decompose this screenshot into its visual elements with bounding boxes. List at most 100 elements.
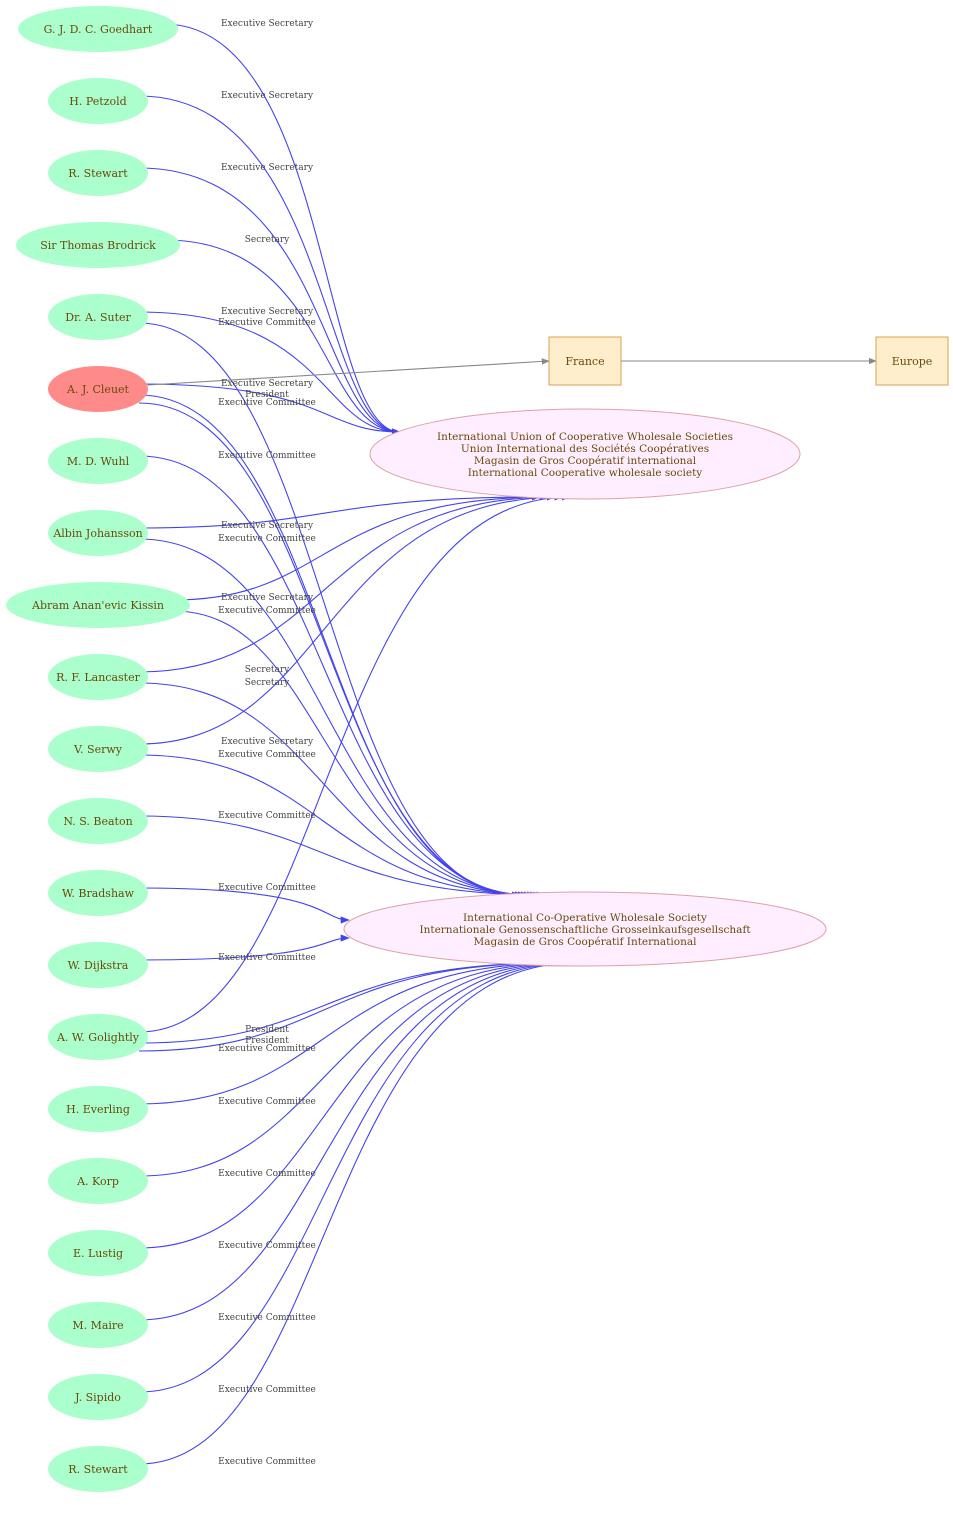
person-node-r-f-lancaster[interactable]: R. F. Lancaster [48,654,148,700]
edge-label: Executive Secretary [221,163,314,173]
organization-node-o2[interactable]: International Co-Operative Wholesale Soc… [343,891,827,967]
person-node-g-j-d-c-goedhart[interactable]: G. J. D. C. Goedhart [18,6,178,52]
person-node-h-petzold[interactable]: H. Petzold [48,78,148,124]
organization-name-line: International Union of Cooperative Whole… [437,431,733,443]
organization-name-line: International Cooperative wholesale soci… [468,467,703,479]
edge-label: President [245,390,289,400]
edge-p14-o2-executive-committee [138,934,350,961]
person-label: R. Stewart [68,167,128,180]
organization-name-line: Internationale Genossenschaftliche Gross… [419,924,751,936]
edge-p21-o2-executive-committee [138,959,576,1465]
person-node-h-everling[interactable]: H. Everling [48,1086,148,1132]
edge-p6-france [147,358,550,386]
person-label: A. Korp [76,1175,119,1188]
person-shape [48,1158,148,1204]
edge-p16-o2-executive-committee [138,959,561,1105]
edge-p15-o1-president [138,493,571,1033]
edge-p11-o1-executive-secretary [138,493,564,745]
edge-p3-o1-executive-secretary [138,167,401,436]
organization-node-o1[interactable]: International Union of Cooperative Whole… [369,408,801,500]
edge-label: Secretary [245,235,290,245]
person-shape [48,654,148,700]
edge-p10-o1-secretary [138,493,556,673]
person-shape [6,582,190,628]
edge-p18-o2-executive-committee [138,959,567,1249]
place-node-europe[interactable]: Europe [875,336,949,386]
edge-label: Executive Secretary [221,593,314,603]
place-label: France [565,355,604,368]
person-label: W. Bradshaw [62,887,135,900]
person-node-a-w-golightly[interactable]: A. W. Golightly [48,1014,148,1060]
person-shape [48,798,148,844]
person-label: R. Stewart [68,1463,128,1476]
person-label: Sir Thomas Brodrick [40,239,156,252]
person-label: A. J. Cleuet [66,383,130,396]
person-label: N. S. Beaton [63,815,132,828]
edge-p5-o2-executive-committee [138,322,521,899]
person-node-j-sipido[interactable]: J. Sipido [48,1374,148,1420]
edge-label: Executive Committee [218,1241,316,1251]
person-node-albin-johansson[interactable]: Albin Johansson [48,510,148,556]
edge-p11-o2-executive-committee [138,754,543,899]
edge-label: Executive Committee [218,534,316,544]
edge-p7-o2-executive-committee [138,455,531,899]
person-node-r-stewart[interactable]: R. Stewart [48,1446,148,1492]
person-node-m-maire[interactable]: M. Maire [48,1302,148,1348]
person-node-a-korp[interactable]: A. Korp [48,1158,148,1204]
person-node-a-j-cleuet[interactable]: A. J. Cleuet [48,366,148,412]
person-label: Abram Anan'evic Kissin [31,599,164,612]
person-label: Albin Johansson [52,527,142,540]
edge-label: Executive Committee [218,398,316,408]
person-shape [48,1014,148,1060]
person-label: V. Serwy [73,743,123,756]
person-node-dr-a-suter[interactable]: Dr. A. Suter [48,294,148,340]
person-shape [48,942,148,988]
person-node-n-s-beaton[interactable]: N. S. Beaton [48,798,148,844]
place-shape [875,336,949,386]
edge-p20-o2-executive-committee [138,959,573,1393]
edge-p5-o1-executive-secretary [138,311,401,436]
person-shape [18,6,178,52]
place-node-france[interactable]: France [548,336,622,386]
edge-label: Executive Committee [218,606,316,616]
person-node-w-bradshaw[interactable]: W. Bradshaw [48,870,148,916]
nodes-layer: G. J. D. C. Goedhart H. Petzold R. Stewart… [6,6,949,1492]
person-node-abram-anan-evic-kissin[interactable]: Abram Anan'evic Kissin [6,582,190,628]
edge-p10-o2-secretary [138,682,540,899]
edge-label: Secretary [245,678,290,688]
person-label: E. Lustig [73,1247,123,1260]
person-label: W. Dijkstra [68,959,129,972]
person-node-sir-thomas-brodrick[interactable]: Sir Thomas Brodrick [16,222,180,268]
person-shape [48,294,148,340]
organization-name-line: Magasin de Gros Coopératif international [474,455,697,467]
person-label: H. Petzold [69,95,126,108]
edge-p15-o2-president [138,959,555,1044]
person-node-v-serwy[interactable]: V. Serwy [48,726,148,772]
person-label: M. D. Wuhl [67,455,130,468]
person-node-m-d-wuhl[interactable]: M. D. Wuhl [48,438,148,484]
person-shape [48,1302,148,1348]
edge-label: President [245,1025,289,1035]
edge-label: Executive Committee [218,451,316,461]
person-shape [48,510,148,556]
person-label: J. Sipido [74,1391,121,1404]
person-node-r-stewart[interactable]: R. Stewart [48,150,148,196]
edge-label: Executive Committee [218,1385,316,1395]
person-node-e-lustig[interactable]: E. Lustig [48,1230,148,1276]
edges-layer [138,23,877,1465]
edge-p9-o2-executive-committee [173,610,537,899]
person-shape [48,1086,148,1132]
person-label: Dr. A. Suter [65,311,131,324]
edge-label: Executive Committee [218,1457,316,1467]
person-shape [48,1446,148,1492]
person-shape [48,78,148,124]
person-shape [48,726,148,772]
person-label: H. Everling [66,1103,130,1116]
edge-label: Executive Committee [218,1313,316,1323]
edge-p6-o2-executive-committee [138,402,527,899]
person-node-w-dijkstra[interactable]: W. Dijkstra [48,942,148,988]
edge-p15-o2-executive-committee [138,959,558,1052]
edge-label: Executive Committee [218,318,316,328]
edge-p8-o2-executive-committee [138,538,534,899]
